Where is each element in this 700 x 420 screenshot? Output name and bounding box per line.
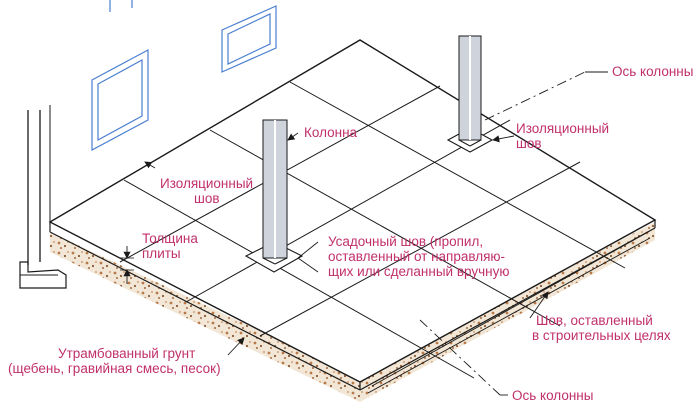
label-construction-joint: Шов, оставленный в строительных целях [532, 313, 671, 343]
windows [91, 0, 277, 152]
building-wall [19, 105, 67, 289]
label-isolation-joint-left: Изоляционный шов [160, 176, 257, 206]
label-slab-thickness: Толщина плиты [142, 231, 202, 261]
column-front [262, 119, 288, 265]
slab-edge [49, 220, 656, 394]
leader-lines [120, 71, 608, 396]
label-compacted-soil: Утрамбованный грунт (щебень, гравийная с… [8, 346, 221, 376]
label-column-axis-top: Ось колонны [612, 64, 693, 79]
label-isolation-joint-right: Изоляционный шов [516, 121, 613, 151]
label-contraction-joint: Усадочный шов (пропил, оставленный от на… [328, 234, 509, 279]
column-back [458, 35, 482, 147]
column-axis-lines [419, 71, 586, 396]
label-column-axis-bottom: Ось колонны [512, 388, 593, 403]
label-column: Колонна [304, 125, 358, 140]
labels: Ось колонны Изоляционный шов Колонна Изо… [8, 64, 693, 403]
